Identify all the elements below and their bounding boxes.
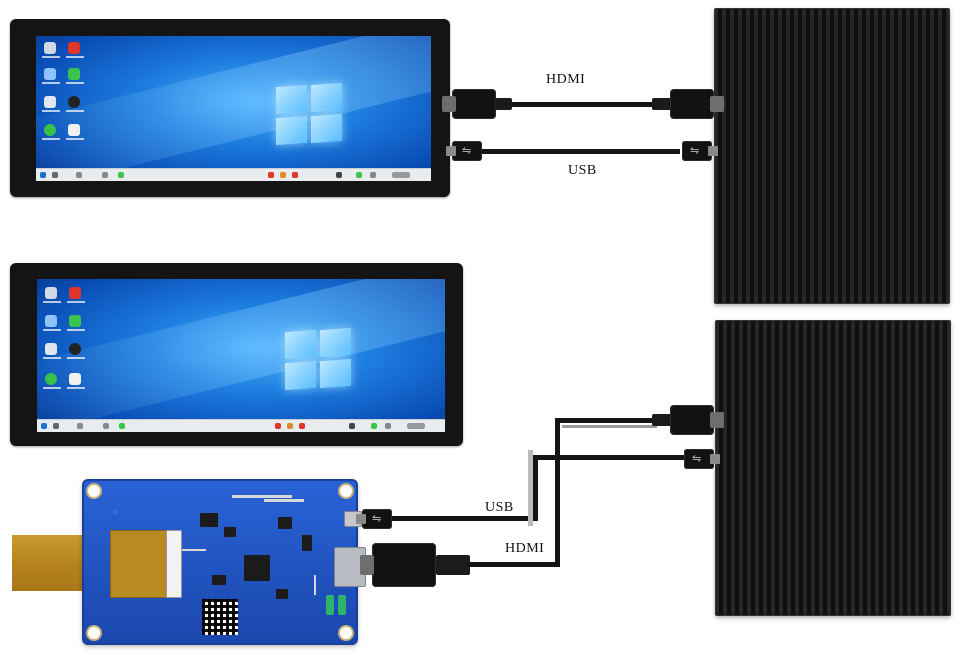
recycle-bin-icon bbox=[44, 96, 56, 108]
network-icon bbox=[45, 315, 57, 327]
bottom-monitor bbox=[10, 263, 463, 446]
computer-icon bbox=[44, 42, 56, 54]
bottom-hdmi-label: HDMI bbox=[505, 541, 545, 556]
light-beam bbox=[36, 36, 431, 181]
fpc-socket bbox=[166, 530, 182, 598]
taskbar bbox=[37, 419, 445, 432]
app-green-icon bbox=[45, 373, 57, 385]
app-red-icon bbox=[68, 42, 80, 54]
start-icon bbox=[40, 172, 46, 178]
hdmi-connector-icon bbox=[442, 89, 496, 119]
network-icon bbox=[44, 68, 56, 80]
top-usb-label: USB bbox=[568, 163, 597, 178]
bottom-hdmi-cable bbox=[468, 562, 560, 567]
top-usb-cable bbox=[480, 149, 680, 154]
qq-icon bbox=[69, 343, 81, 355]
top-monitor-screen bbox=[36, 36, 431, 181]
hdmi-connector-icon bbox=[670, 405, 724, 435]
bottom-usb-label: USB bbox=[485, 500, 514, 515]
file-icon bbox=[68, 124, 80, 136]
usb-connector-icon: ⇋ bbox=[684, 449, 720, 469]
qr-code bbox=[202, 599, 238, 635]
taskbar bbox=[36, 168, 431, 181]
top-hdmi-cable bbox=[510, 102, 670, 107]
windows-logo-icon bbox=[276, 82, 344, 146]
start-icon bbox=[41, 423, 47, 429]
usb-connector-icon: ⇋ bbox=[446, 141, 482, 161]
main-chip bbox=[244, 555, 270, 581]
hdmi-connector-icon bbox=[670, 89, 724, 119]
app-red-icon bbox=[69, 287, 81, 299]
bottom-mini-pc bbox=[715, 320, 951, 616]
fpc-connector bbox=[110, 530, 170, 598]
hdmi-connector-icon bbox=[360, 543, 436, 587]
recycle-bin-icon bbox=[45, 343, 57, 355]
light-beam bbox=[37, 279, 445, 432]
wechat-icon bbox=[68, 68, 80, 80]
driver-board bbox=[82, 479, 366, 645]
wechat-icon bbox=[69, 315, 81, 327]
computer-icon bbox=[45, 287, 57, 299]
usb-connector-icon: ⇋ bbox=[682, 141, 718, 161]
windows-logo-icon bbox=[285, 327, 353, 391]
usb-connector-icon: ⇋ bbox=[356, 509, 392, 529]
bottom-monitor-screen bbox=[37, 279, 445, 432]
qq-icon bbox=[68, 96, 80, 108]
top-hdmi-label: HDMI bbox=[546, 72, 586, 87]
top-monitor bbox=[10, 19, 450, 197]
audio-jack bbox=[326, 595, 334, 615]
file-icon bbox=[69, 373, 81, 385]
app-green-icon bbox=[44, 124, 56, 136]
bottom-usb-cable bbox=[392, 516, 538, 521]
top-mini-pc bbox=[714, 8, 950, 304]
